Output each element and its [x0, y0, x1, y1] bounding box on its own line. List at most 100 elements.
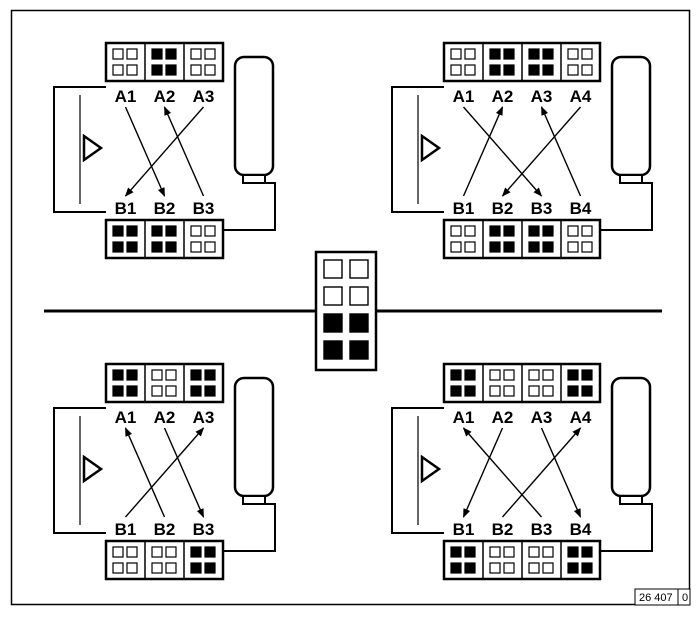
pin-label-a2: A2	[154, 408, 176, 427]
switch-top-1-0	[489, 369, 501, 381]
switch-top-2-0	[190, 369, 202, 381]
switch-bottom-3-1	[581, 546, 593, 558]
switch-top-2-0	[528, 369, 540, 381]
switch-bottom-0-0	[450, 546, 462, 558]
switch-top-3-2	[567, 385, 579, 397]
switch-bottom-2-2	[190, 241, 202, 253]
left-wiring	[391, 86, 444, 213]
switch-bottom-1-0	[151, 225, 163, 237]
pin-label-b3: B3	[193, 199, 215, 218]
arrow-b1-to-a2	[462, 106, 504, 197]
switch-bottom-2-3	[204, 562, 216, 574]
pin-label-a1: A1	[453, 408, 475, 427]
switch-top-2-3	[542, 385, 554, 397]
connector-block-bottom	[104, 539, 225, 581]
switch-top-2-0	[528, 48, 540, 60]
switch-top-0-3	[464, 385, 476, 397]
switch-bottom-2-2	[528, 241, 540, 253]
switch-top-1-3	[165, 64, 177, 76]
switch-bottom-2-0	[190, 225, 202, 237]
switch-bottom-1-3	[165, 241, 177, 253]
legend-switch-1-0	[323, 286, 343, 306]
switch-top-2-1	[542, 369, 554, 381]
switch-bottom-1-1	[165, 225, 177, 237]
handset-component	[223, 55, 276, 231]
switch-top-0-1	[464, 48, 476, 60]
figure-reference: 26 407 0	[634, 588, 691, 606]
connector-block-top	[104, 41, 225, 83]
left-wiring	[391, 407, 444, 534]
switch-bottom-0-3	[126, 241, 138, 253]
switch-bottom-1-2	[489, 562, 501, 574]
switch-top-2-1	[204, 369, 216, 381]
switch-top-1-1	[165, 369, 177, 381]
switch-top-2-1	[204, 48, 216, 60]
pin-label-a2: A2	[154, 87, 176, 106]
switch-bottom-1-2	[151, 562, 163, 574]
handset-component	[223, 376, 276, 552]
legend-switch-0-1	[349, 259, 369, 279]
connector-block-top	[104, 362, 225, 404]
switch-top-1-3	[503, 385, 515, 397]
switch-top-0-1	[464, 369, 476, 381]
switch-bottom-0-1	[464, 546, 476, 558]
switch-top-3-0	[567, 48, 579, 60]
switch-bottom-2-2	[528, 562, 540, 574]
arrow-b3-to-a1	[462, 427, 543, 518]
handset-component	[600, 55, 653, 231]
triangle-icon	[82, 454, 104, 484]
switch-top-3-1	[581, 48, 593, 60]
switch-top-1-1	[503, 369, 515, 381]
switch-bottom-1-3	[503, 241, 515, 253]
arrow-b1-to-a3	[124, 427, 205, 518]
switch-bottom-3-2	[567, 241, 579, 253]
switch-top-2-0	[190, 48, 202, 60]
switch-bottom-0-2	[450, 562, 462, 574]
switch-bottom-0-2	[450, 241, 462, 253]
connector-block-top	[442, 362, 602, 404]
pin-label-b4: B4	[570, 199, 592, 218]
pin-label-b2: B2	[154, 199, 176, 218]
switch-bottom-3-0	[567, 546, 579, 558]
switch-top-0-3	[126, 385, 138, 397]
pin-label-a2: A2	[492, 87, 514, 106]
switch-top-0-2	[450, 385, 462, 397]
switch-bottom-0-1	[464, 225, 476, 237]
switch-top-0-3	[126, 64, 138, 76]
switch-bottom-2-1	[204, 546, 216, 558]
switch-bottom-2-2	[190, 562, 202, 574]
switch-bottom-1-0	[489, 546, 501, 558]
arrow-a4-to-b2	[501, 106, 582, 197]
connector-block-bottom	[442, 218, 602, 260]
switch-bottom-0-3	[464, 562, 476, 574]
switch-top-1-0	[489, 48, 501, 60]
switch-top-1-0	[151, 369, 163, 381]
arrow-a2-to-b3	[163, 427, 205, 518]
switch-bottom-0-3	[126, 562, 138, 574]
triangle-icon	[420, 133, 442, 163]
switch-bottom-2-0	[528, 546, 540, 558]
connector-block-top	[442, 41, 602, 83]
switch-bottom-1-2	[489, 241, 501, 253]
connector-block-bottom	[442, 539, 602, 581]
switch-bottom-2-3	[204, 241, 216, 253]
pin-label-a3: A3	[193, 87, 215, 106]
switch-bottom-1-1	[503, 546, 515, 558]
pin-label-b3: B3	[531, 520, 553, 539]
switch-top-0-2	[112, 64, 124, 76]
pin-label-b3: B3	[193, 520, 215, 539]
arrow-a3-to-b4	[540, 427, 582, 518]
switch-top-2-2	[528, 385, 540, 397]
switch-top-0-0	[112, 48, 124, 60]
switch-bottom-1-3	[165, 562, 177, 574]
switch-top-1-2	[151, 64, 163, 76]
switch-top-0-2	[450, 64, 462, 76]
switch-top-2-3	[542, 64, 554, 76]
triangle-icon	[420, 454, 442, 484]
switch-top-0-0	[450, 48, 462, 60]
switch-top-1-3	[165, 385, 177, 397]
switch-bottom-1-0	[489, 225, 501, 237]
